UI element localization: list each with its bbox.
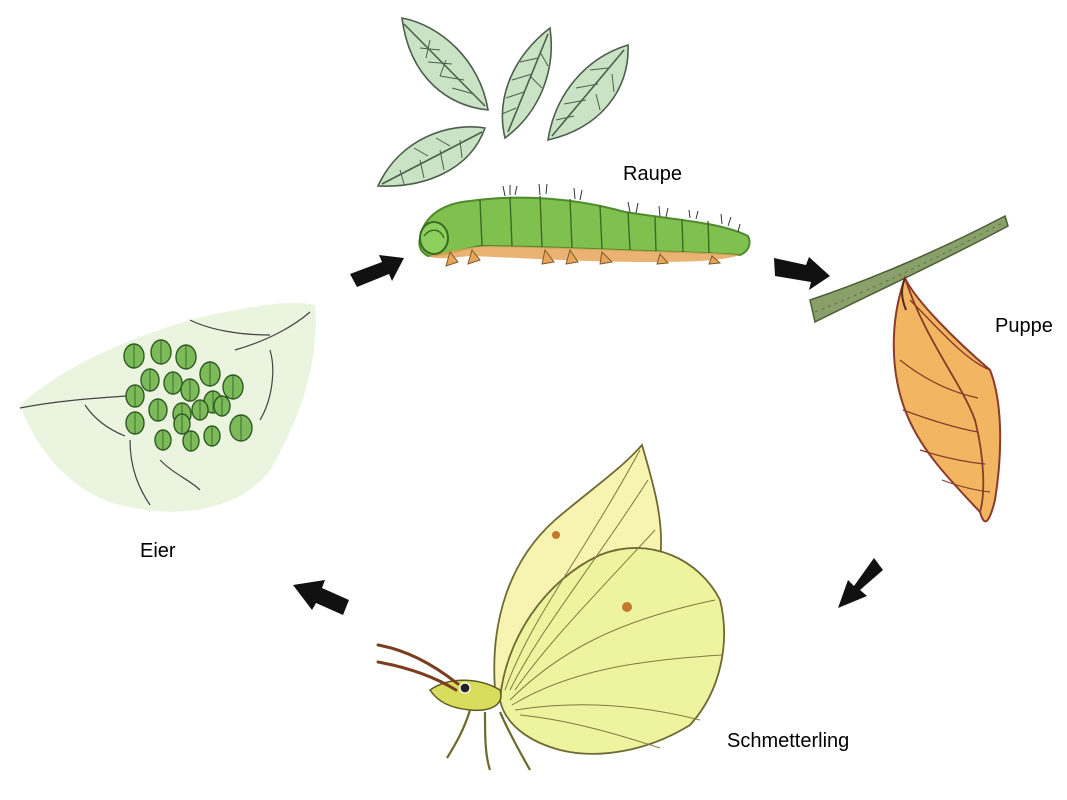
- caterpillar-legs: [445, 248, 722, 267]
- butterfly-veins: [504, 449, 723, 749]
- butterfly-spot-1: [552, 531, 560, 539]
- butterfly-illustration: [376, 443, 725, 771]
- leaf-1: [401, 17, 489, 111]
- leaf-3: [547, 43, 629, 142]
- leaf-4: [376, 126, 487, 187]
- butterfly-spot-2: [622, 602, 632, 612]
- caterpillar-segments: [479, 195, 710, 254]
- caterpillar-body: [418, 196, 751, 258]
- caterpillar-hairs: [502, 183, 741, 233]
- arrow-puppe-to-schmetterling: [838, 558, 883, 608]
- arrow-eier-to-raupe: [350, 255, 404, 287]
- butterfly-hindwing: [499, 547, 725, 755]
- eggs-illustration: [19, 303, 316, 512]
- butterfly-antennae: [376, 643, 460, 692]
- caterpillar-illustration: [418, 183, 751, 267]
- butterfly-body: [428, 679, 502, 712]
- arrow-schmetterling-to-eier: [293, 580, 349, 615]
- egg-leaf: [20, 303, 316, 512]
- stage-label-puppe: Puppe: [995, 315, 1053, 337]
- pupa-illustration: [892, 275, 1002, 523]
- butterfly-legs: [446, 709, 531, 771]
- cycle-arrows: [293, 255, 883, 615]
- stage-label-raupe: Raupe: [623, 163, 682, 185]
- caterpillar-head: [419, 221, 449, 255]
- twig-illustration: [809, 214, 1009, 324]
- arrow-raupe-to-puppe: [774, 257, 830, 290]
- leaf-2: [501, 26, 552, 140]
- butterfly-eye: [459, 682, 471, 694]
- stage-label-eier: Eier: [140, 540, 176, 562]
- stage-label-schmetterling: Schmetterling: [727, 730, 850, 752]
- eggs-ribs: [133, 340, 242, 451]
- leaves-illustration: [376, 17, 629, 187]
- pupa-body: [892, 275, 1002, 523]
